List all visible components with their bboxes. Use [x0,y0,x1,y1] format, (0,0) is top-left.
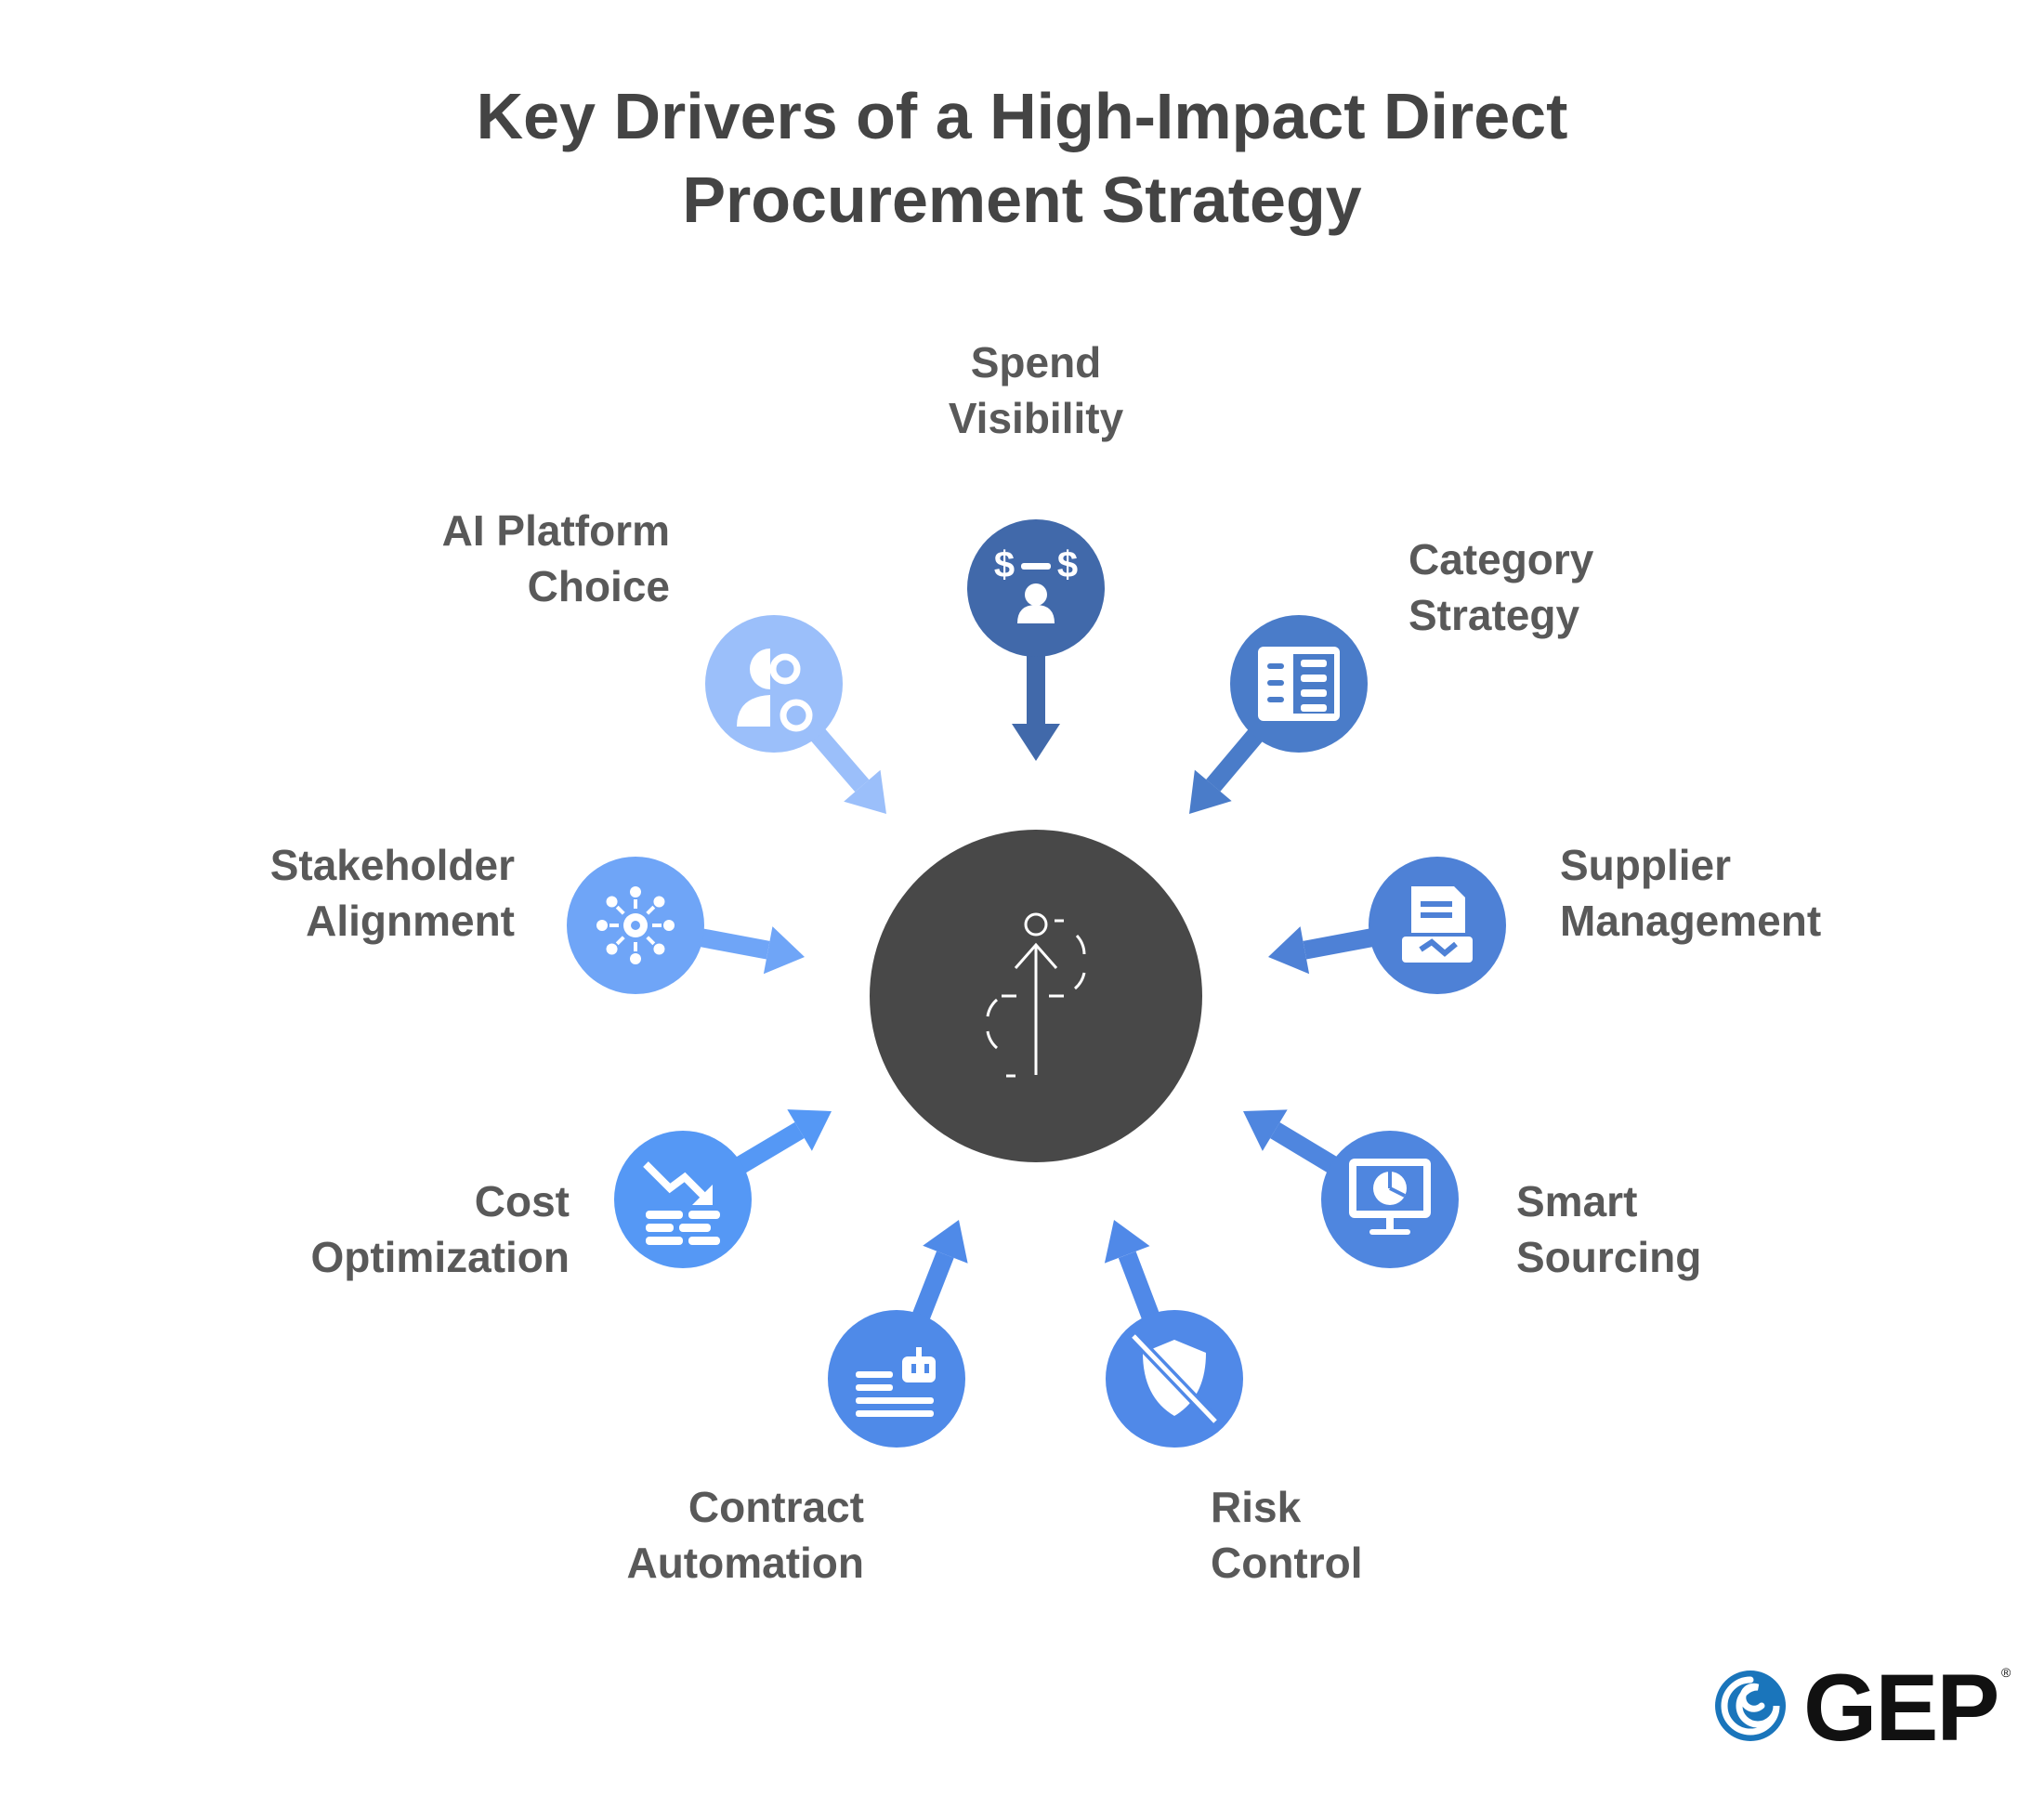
registered-mark: ® [2001,1665,2011,1680]
arrow-head [1189,769,1232,814]
driver-circle [705,615,843,753]
person-gear-icon [737,649,813,732]
gep-logo: GEP ® [1706,1655,2022,1761]
driver-contract-automation [828,1220,968,1448]
driver-cost-optimization [614,1109,832,1268]
arrow-head [1012,724,1060,761]
arrow-head [763,926,805,975]
arrow-head [1243,1109,1288,1151]
driver-risk-control [1104,1220,1243,1448]
arrow-head [844,769,886,814]
title-line-1: Key Drivers of a High-Impact Direct [476,80,1568,152]
network-gear-icon [596,886,675,964]
driver-category-strategy [1189,615,1368,814]
title-line-2: Procurement Strategy [682,164,1362,236]
gep-swirl-icon [1715,1671,1786,1741]
gep-logo-text: GEP [1803,1655,1999,1761]
trend-down-coins-icon [643,1161,720,1245]
driver-spend-visibility: $$ [967,519,1105,761]
driver-supplier-management [1268,857,1506,994]
svg-text:$: $ [994,544,1015,585]
arrow-head [1268,926,1310,975]
document-list-icon [1258,647,1340,721]
dollar-exchange-person-icon: $$ [994,544,1078,623]
contract-handshake-icon [1402,886,1473,963]
driver-stakeholder-alignment [567,857,805,994]
arrow-head [787,1109,832,1151]
growth-path-arrow-icon [986,912,1086,1078]
page-title: Key Drivers of a High-Impact Direct Proc… [0,74,2044,242]
text-robot-icon [856,1347,936,1417]
driver-circle [828,1310,965,1448]
driver-ai-platform-choice [705,615,886,814]
shield-off-icon [1129,1331,1220,1426]
center-hub [870,830,1202,1162]
svg-text:$: $ [1057,544,1078,585]
arrow-head [923,1220,968,1264]
driver-smart-sourcing [1243,1109,1459,1268]
arrow-head [1104,1220,1150,1264]
driver-circle [614,1131,752,1268]
monitor-pie-chart-icon [1349,1159,1431,1235]
